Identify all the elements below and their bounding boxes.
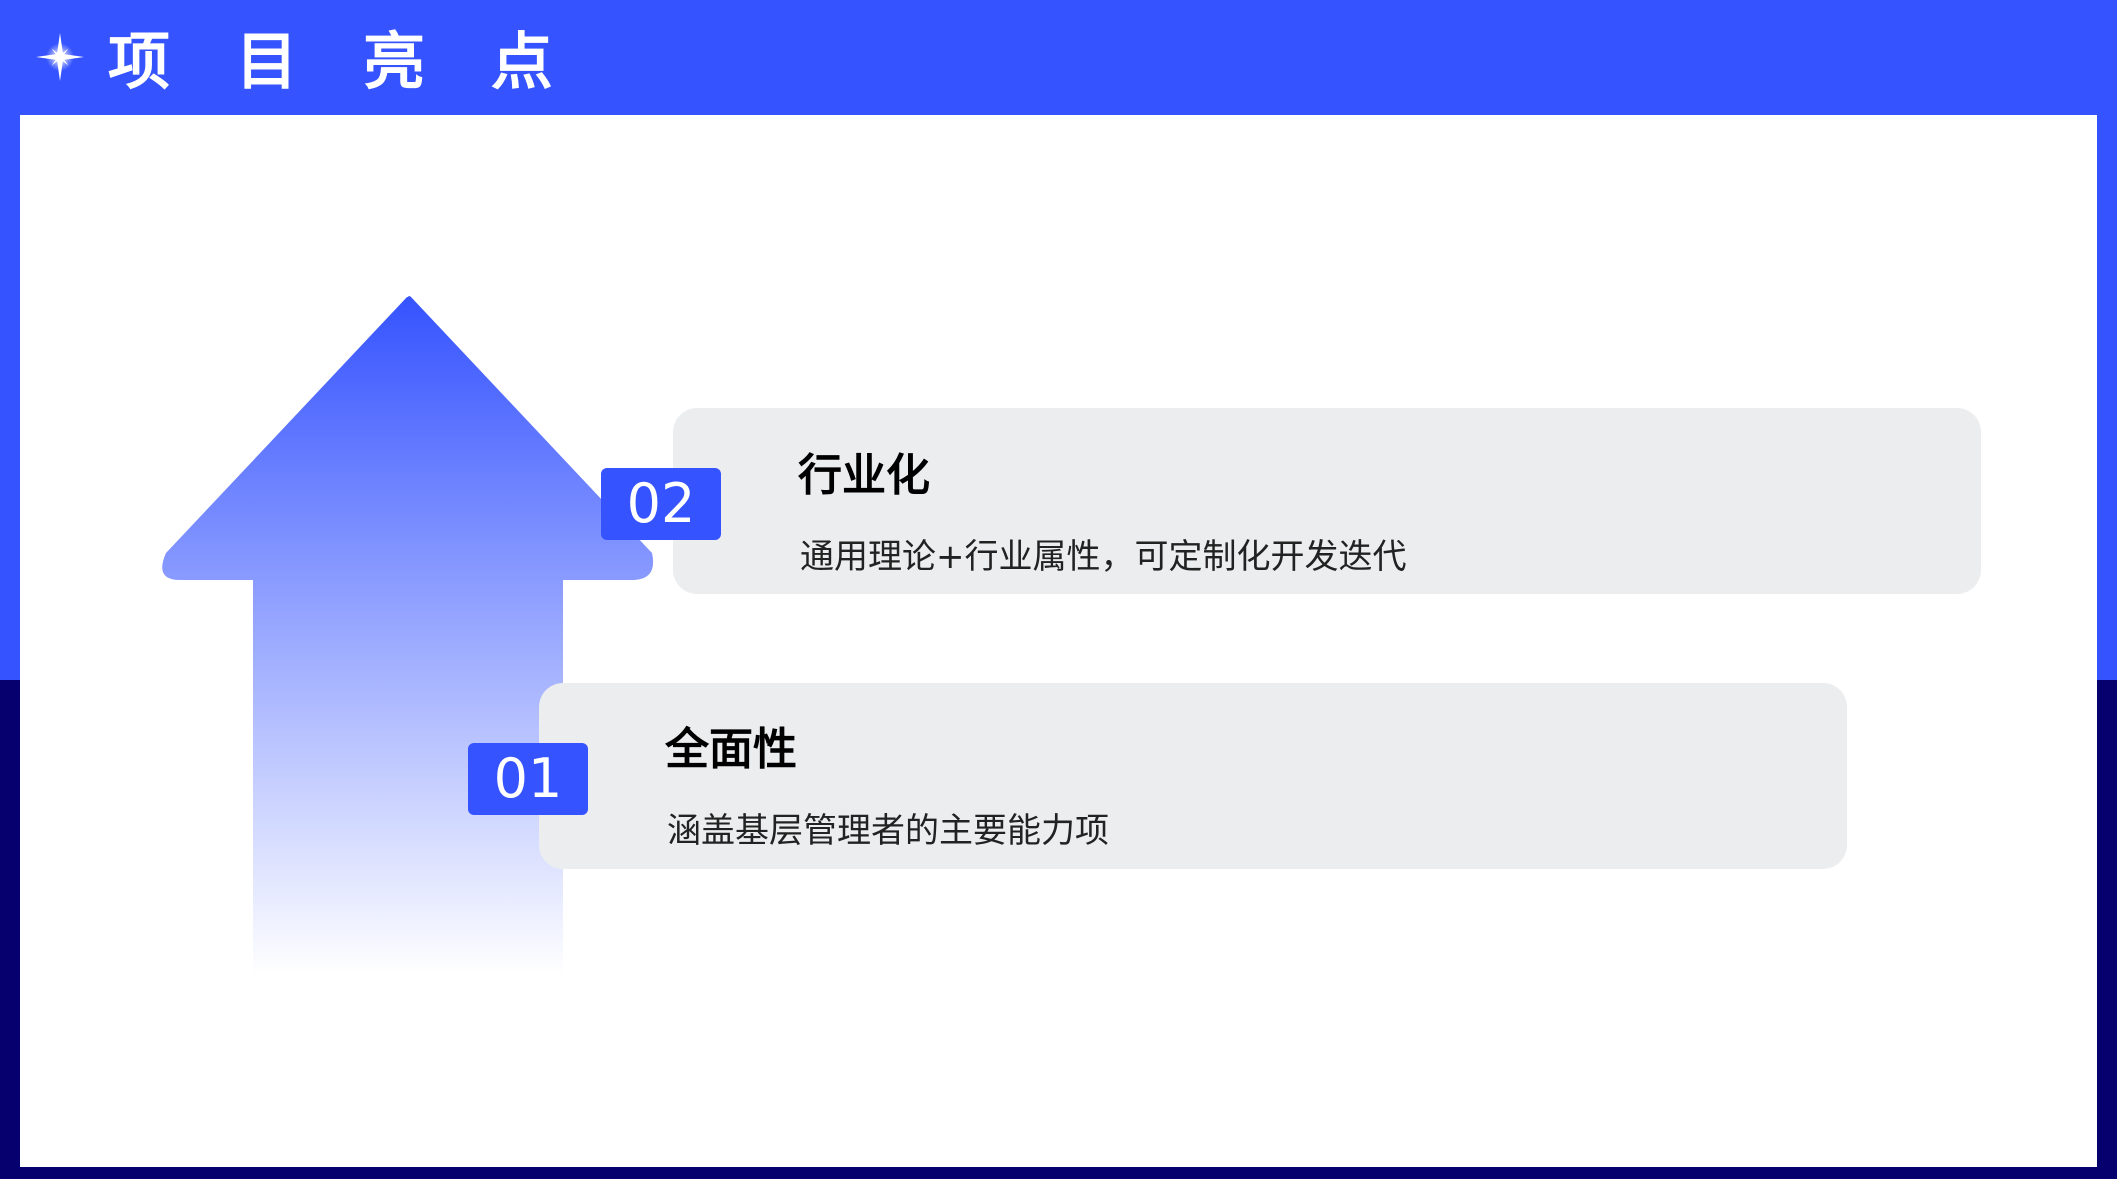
highlight-number-badge-01: 01	[468, 743, 588, 815]
upward-arrow-graphic	[162, 296, 654, 975]
page-title: 项 目 亮 点	[108, 25, 575, 98]
sparkle-icon	[36, 33, 84, 81]
highlight-title-01: 全面性	[665, 724, 797, 775]
highlight-number-badge-02: 02	[601, 468, 721, 540]
highlight-card-02	[673, 408, 1981, 594]
highlight-description-01: 涵盖基层管理者的主要能力项	[667, 811, 1109, 851]
highlight-title-02: 行业化	[798, 450, 930, 501]
highlight-card-01	[539, 683, 1847, 869]
highlight-description-02: 通用理论+行业属性，可定制化开发迭代	[800, 537, 1407, 577]
